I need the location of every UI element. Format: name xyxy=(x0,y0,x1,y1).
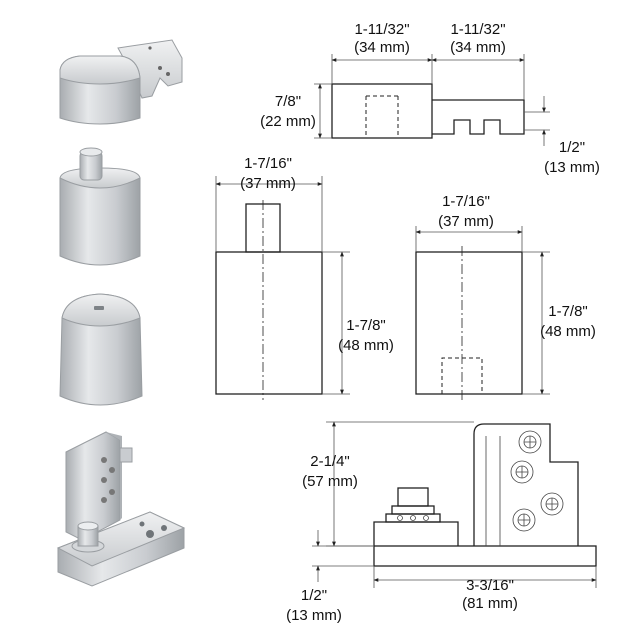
part-top-pivot-image xyxy=(59,39,183,125)
bottom-height-label: 2-1/4" xyxy=(310,453,350,470)
bottom-width-mm-label: (81 mm) xyxy=(462,595,518,612)
bottom-base-mm-label: (13 mm) xyxy=(286,607,342,624)
top-width2-mm-label: (34 mm) xyxy=(450,39,506,56)
top-width1-mm-label: (34 mm) xyxy=(354,39,410,56)
part-bottom-pivot-image xyxy=(56,431,186,587)
mid-right-width-mm-label: (37 mm) xyxy=(438,213,494,230)
cap-block-drawing xyxy=(415,226,550,400)
bottom-height-mm-label: (57 mm) xyxy=(302,473,358,490)
top-width1-label: 1-11/32" xyxy=(354,21,409,38)
part-pin-block-image xyxy=(59,147,141,266)
bottom-width-label: 3-3/16" xyxy=(466,577,514,594)
mid-left-width-label: 1-7/16" xyxy=(244,155,292,172)
mid-left-height-label: 1-7/8" xyxy=(346,317,386,334)
mid-left-width-mm-label: (37 mm) xyxy=(240,175,296,192)
mid-right-height-label: 1-7/8" xyxy=(548,303,588,320)
top-height-mm-label: (22 mm) xyxy=(260,113,316,130)
mid-right-width-label: 1-7/16" xyxy=(442,193,490,210)
top-width2-label: 1-11/32" xyxy=(450,21,505,38)
pin-block-drawing xyxy=(215,176,350,400)
top-tab-label: 1/2" xyxy=(559,139,585,156)
mid-left-height-mm-label: (48 mm) xyxy=(338,337,394,354)
bottom-pivot-drawing xyxy=(312,421,597,588)
mid-right-height-mm-label: (48 mm) xyxy=(540,323,596,340)
top-tab-mm-label: (13 mm) xyxy=(544,159,600,176)
bottom-base-label: 1/2" xyxy=(301,587,327,604)
top-height-label: 7/8" xyxy=(275,93,301,110)
part-cap-block-image xyxy=(59,293,143,406)
top-pivot-drawing xyxy=(314,54,550,146)
